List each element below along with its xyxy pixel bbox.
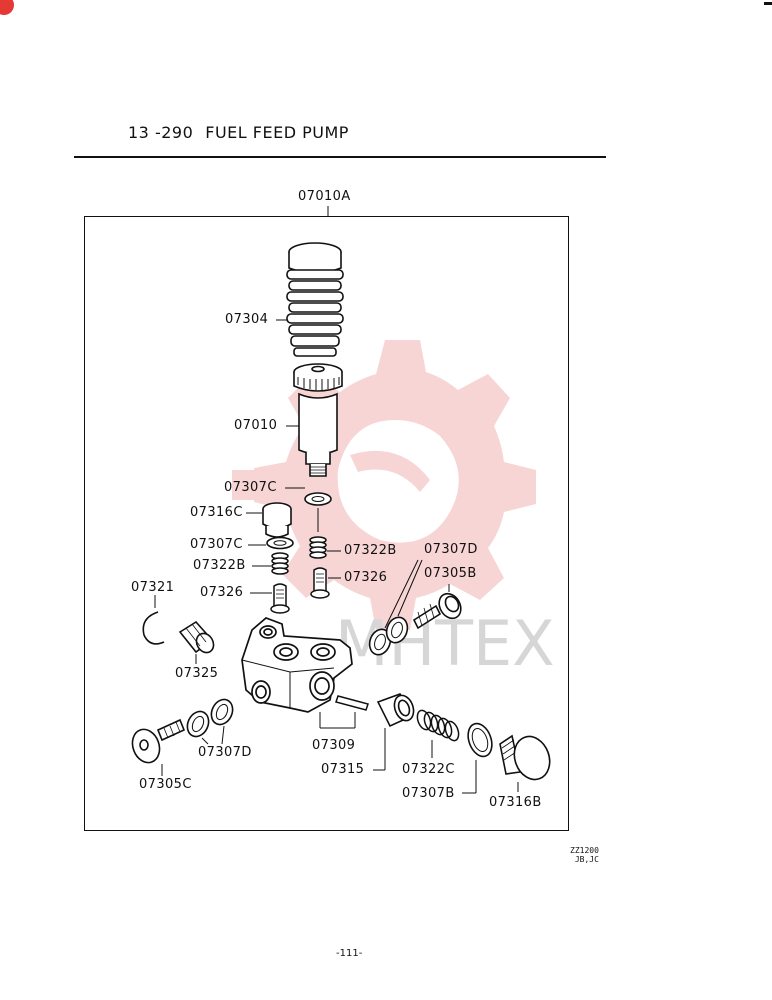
part-label-07307d-left: 07307D bbox=[198, 745, 252, 760]
section-number: 13 -290 bbox=[128, 123, 194, 142]
washer-pair-part bbox=[186, 698, 234, 738]
strainer-part bbox=[178, 620, 215, 654]
snap-ring-part bbox=[142, 611, 165, 645]
part-label-07305c: 07305C bbox=[139, 777, 192, 792]
piston-part bbox=[376, 693, 415, 728]
watermark-text: MHTEX bbox=[335, 607, 555, 680]
section-title: FUEL FEED PUMP bbox=[205, 123, 349, 142]
washer-pair-part bbox=[368, 616, 409, 656]
part-label-07321: 07321 bbox=[131, 580, 175, 595]
spring-part bbox=[416, 709, 460, 742]
part-label-07316b: 07316B bbox=[489, 795, 542, 810]
part-label-07316c: 07316C bbox=[190, 505, 243, 520]
corner-tick-mark bbox=[764, 2, 772, 5]
part-label-07307c-left: 07307C bbox=[190, 537, 243, 552]
check-valve-part bbox=[270, 583, 290, 614]
bellows-part bbox=[286, 242, 344, 357]
page-number: -111- bbox=[336, 948, 363, 959]
corner-badge-icon bbox=[0, 0, 14, 15]
part-label-07325: 07325 bbox=[175, 666, 219, 681]
check-valve-part bbox=[310, 567, 330, 599]
pin-part bbox=[335, 695, 369, 711]
part-label-07315: 07315 bbox=[321, 762, 365, 777]
eye-bolt-part bbox=[412, 592, 462, 630]
eye-bolt-part bbox=[131, 718, 186, 764]
header-rule bbox=[74, 156, 606, 158]
assembly-label: 07010A bbox=[298, 189, 351, 204]
priming-pump-part bbox=[293, 363, 343, 477]
part-label-07307b: 07307B bbox=[402, 786, 455, 801]
spring-part bbox=[309, 536, 327, 559]
reference-code: ZZ1200 JB,JC bbox=[570, 846, 599, 864]
spring-part bbox=[271, 552, 289, 575]
part-label-07304: 07304 bbox=[225, 312, 269, 327]
part-label-07307d-right: 07307D bbox=[424, 542, 478, 557]
pump-housing-part bbox=[241, 617, 353, 713]
part-label-07322b-left: 07322B bbox=[193, 558, 246, 573]
plug-part bbox=[262, 502, 292, 538]
plug-part bbox=[499, 734, 551, 781]
reference-code-line1: ZZ1200 bbox=[570, 846, 599, 855]
part-label-07309: 07309 bbox=[312, 738, 356, 753]
reference-code-line2: JB,JC bbox=[574, 855, 599, 864]
assembly-frame bbox=[84, 216, 569, 831]
part-label-07305b: 07305B bbox=[424, 566, 477, 581]
part-label-07322c: 07322C bbox=[402, 762, 455, 777]
part-label-07326-left: 07326 bbox=[200, 585, 244, 600]
part-label-07010: 07010 bbox=[234, 418, 278, 433]
part-label-07322b-right: 07322B bbox=[344, 543, 397, 558]
part-label-07326-right: 07326 bbox=[344, 570, 388, 585]
page-title: 13 -290 FUEL FEED PUMP bbox=[128, 123, 349, 142]
part-label-07307c-top: 07307C bbox=[224, 480, 277, 495]
